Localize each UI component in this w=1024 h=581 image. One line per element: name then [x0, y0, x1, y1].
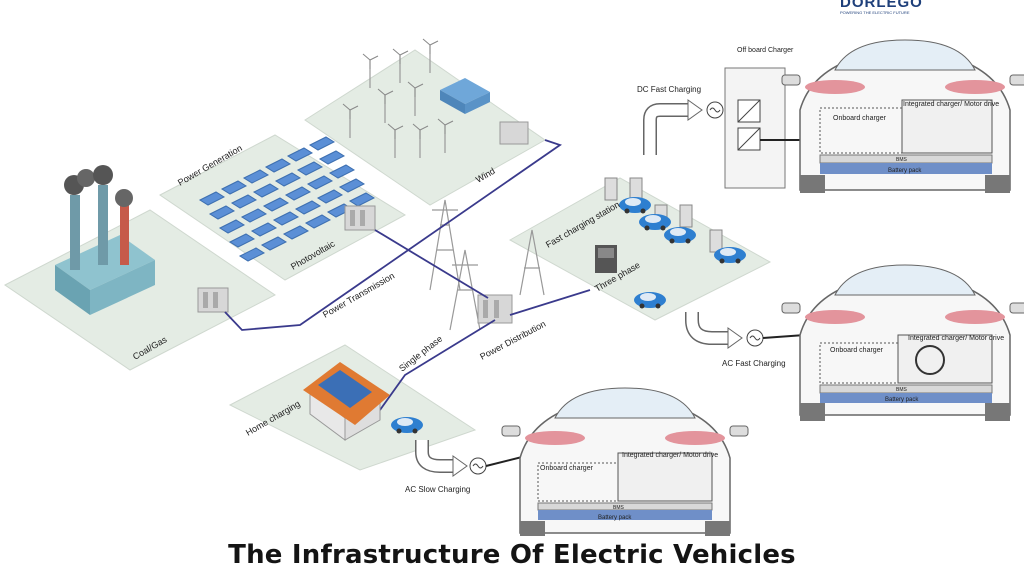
- label-ac-fast-charging: AC Fast Charging: [722, 359, 786, 368]
- car3-onboard-label: Onboard charger: [540, 465, 594, 472]
- solar-panel: [208, 205, 236, 220]
- solar-panel: [338, 178, 366, 193]
- car2-battery-label: Battery pack: [885, 397, 919, 403]
- wind-buildings: [440, 78, 529, 145]
- car2-onboard-label: Onboard charger: [830, 347, 884, 354]
- car2-integrated-label: Integrated charger/ Motor drive: [908, 335, 1004, 342]
- wind-turbines: [342, 38, 454, 158]
- solar-panel: [260, 236, 288, 251]
- label-single-phase: Single phase: [397, 334, 444, 374]
- solar-panel: [272, 211, 300, 226]
- coal-gas-plant: [55, 165, 155, 315]
- page-title: The Infrastructure Of Electric Vehicles: [228, 540, 796, 570]
- solar-panel: [348, 192, 376, 207]
- brand-logo-name: DORLEGO: [840, 0, 923, 11]
- ev-car: [639, 214, 671, 231]
- solar-panel: [316, 189, 344, 204]
- car1-integrated-label: Integrated charger/ Motor drive: [903, 101, 999, 108]
- solar-panel: [230, 194, 258, 209]
- offboard-charger: [724, 67, 811, 189]
- label-power-transmission: Power Transmission: [321, 271, 396, 320]
- solar-panel: [264, 158, 292, 173]
- solar-panel: [262, 197, 290, 212]
- ev-rear-car-ac-slow: [501, 387, 749, 536]
- pv-substation: [344, 205, 376, 231]
- solar-panel: [284, 186, 312, 201]
- solar-panel: [274, 172, 302, 187]
- car1-bms-label: BMS: [896, 157, 908, 163]
- solar-panel: [304, 214, 332, 229]
- solar-panel: [198, 191, 226, 206]
- fast-charging-platform: [508, 177, 772, 321]
- solar-panel: [250, 222, 278, 237]
- car3-battery-label: Battery pack: [598, 515, 632, 521]
- solar-panel: [282, 225, 310, 240]
- solar-panel: [296, 161, 324, 176]
- solar-panel: [294, 200, 322, 215]
- solar-panel: [328, 164, 356, 179]
- wind-turbine: [362, 53, 379, 88]
- solar-panel: [308, 136, 336, 151]
- car3-bms-label: BMS: [613, 505, 625, 511]
- wind-turbine: [377, 88, 394, 123]
- power-lines: [224, 139, 591, 411]
- wind-turbine: [342, 103, 359, 138]
- solar-panel: [242, 169, 270, 184]
- ev-car: [634, 292, 666, 309]
- solar-panel: [218, 219, 246, 234]
- solar-panel: [228, 233, 256, 248]
- solar-panel: [238, 247, 266, 262]
- ac-slow-charging-flow: [415, 440, 531, 477]
- dc-charging-flow: [643, 99, 724, 155]
- wind-turbine: [407, 81, 424, 116]
- car2-bms-label: BMS: [896, 387, 908, 393]
- solar-panel: [286, 147, 314, 162]
- wind-turbine: [392, 48, 409, 83]
- ev-car: [714, 247, 746, 264]
- wind-turbine: [422, 38, 439, 73]
- wind-turbine: [437, 118, 454, 153]
- ev-cars: [391, 197, 746, 434]
- car3-integrated-label: Integrated charger/ Motor drive: [622, 452, 718, 459]
- ev-rear-car-ac-fast: [781, 264, 1024, 421]
- label-power-distribution: Power Distribution: [478, 319, 547, 362]
- distribution-substation: [477, 294, 513, 324]
- solar-panel: [220, 180, 248, 195]
- car1-onboard-label: Onboard charger: [833, 115, 887, 122]
- ev-car: [391, 417, 423, 434]
- brand-logo: DORLEGO POWERING THE ELECTRIC FUTURE: [840, 0, 968, 16]
- label-dc-fast-charging: DC Fast Charging: [637, 85, 701, 94]
- solar-panel: [306, 175, 334, 190]
- label-offboard-charger: Off board Charger: [737, 47, 794, 54]
- label-ac-slow-charging: AC Slow Charging: [405, 485, 470, 494]
- solar-panel: [318, 150, 346, 165]
- solar-panel: [240, 208, 268, 223]
- transmission-towers: [429, 199, 545, 331]
- ev-car: [664, 227, 696, 244]
- wind-turbine: [412, 123, 429, 158]
- ev-car: [619, 197, 651, 214]
- brand-logo-tagline: POWERING THE ELECTRIC FUTURE: [840, 10, 910, 15]
- home-house: [303, 362, 390, 441]
- fast-charging-station: [595, 177, 723, 273]
- car1-battery-label: Battery pack: [888, 168, 922, 174]
- ac-fast-charging-flow: [685, 312, 806, 349]
- wind-turbine: [387, 123, 404, 158]
- ev-rear-car-dc: [781, 39, 1024, 193]
- coal-substation: [197, 287, 229, 313]
- photovoltaic-platform: [159, 134, 406, 281]
- solar-panel: [252, 183, 280, 198]
- solar-panel-array: [198, 136, 376, 262]
